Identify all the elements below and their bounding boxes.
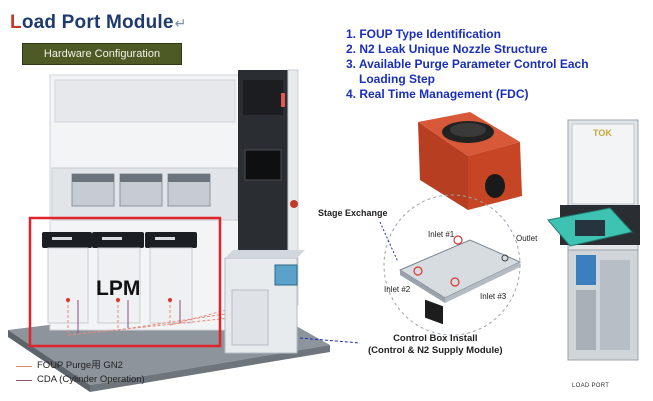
control-box-caption-line1: Control Box Install [393,333,478,344]
feature-item: 4. Real Time Management (FDC) [346,87,529,101]
load-port-machine [547,119,640,361]
tower-indicator [281,93,285,107]
page-title: Load Port Module↵ [10,12,187,34]
outlet-label: Outlet [516,234,538,243]
title-rest: oad Port Module [21,12,174,33]
foup-illustration [418,112,522,325]
window-top-2 [120,174,162,182]
feature-item: 3. Available Purge Parameter Control Eac… [346,57,589,71]
cabinet-top-panel [54,79,236,123]
purge-lines [67,300,235,336]
load-port-3 [145,232,197,324]
legend-label-purge: FOUP Purge用 GN2 [37,360,123,371]
legend-item-purge: FOUP Purge用 GN2 [16,359,145,373]
control-box-caption-line2: (Control & N2 Supply Module) [368,345,503,356]
legend-item-cda: CDA (Cylinder Operation) [16,373,145,387]
feature-item: 2. N2 Leak Unique Nozzle Structure [346,42,548,56]
load-port-1 [42,232,92,324]
legend-swatch-cda [16,379,32,381]
cda-lines [77,300,181,333]
inlet-3-label: Inlet #3 [480,292,507,301]
feature-item: Loading Step [359,72,435,86]
inlet-1-label: Inlet #1 [428,230,455,239]
legend-swatch-purge [16,365,32,367]
floor-plate-edge-front [90,345,330,392]
feature-item: 1. FOUP Type Identification [346,27,501,41]
load-port-2 [92,232,144,324]
emergency-stop-icon [290,200,298,208]
control-box-pointer [299,337,361,344]
title-first-letter: L [10,12,22,33]
control-box-caption: Control Box Install (Control & N2 Supply… [368,333,503,357]
control-box-top [225,250,305,258]
inlet-2-label: Inlet #2 [384,285,411,294]
hardware-configuration-bar: Hardware Configuration [22,43,182,65]
stage-plate [398,235,522,303]
tower-vent [243,80,283,115]
return-arrow-icon: ↵ [174,15,187,31]
line-legend: FOUP Purge用 GN2 CDA (Cylinder Operation) [16,359,145,387]
purge-nozzle-dots [66,298,172,302]
brand-label: TOK [593,128,612,138]
load-port-caption: LOAD PORT [572,383,610,389]
stage-pointer [379,221,399,263]
stage-exchange-label: Stage Exchange [318,208,388,218]
window-top-3 [168,174,210,182]
tower-screen [244,149,282,181]
control-box-screen [274,264,298,286]
floor-plate-edge [8,330,90,392]
window-top-1 [72,174,114,182]
lpm-label: LPM [96,277,141,300]
legend-label-cda: CDA (Cylinder Operation) [37,374,145,385]
lpm-highlight-box [28,216,222,348]
control-box-door [231,289,269,346]
